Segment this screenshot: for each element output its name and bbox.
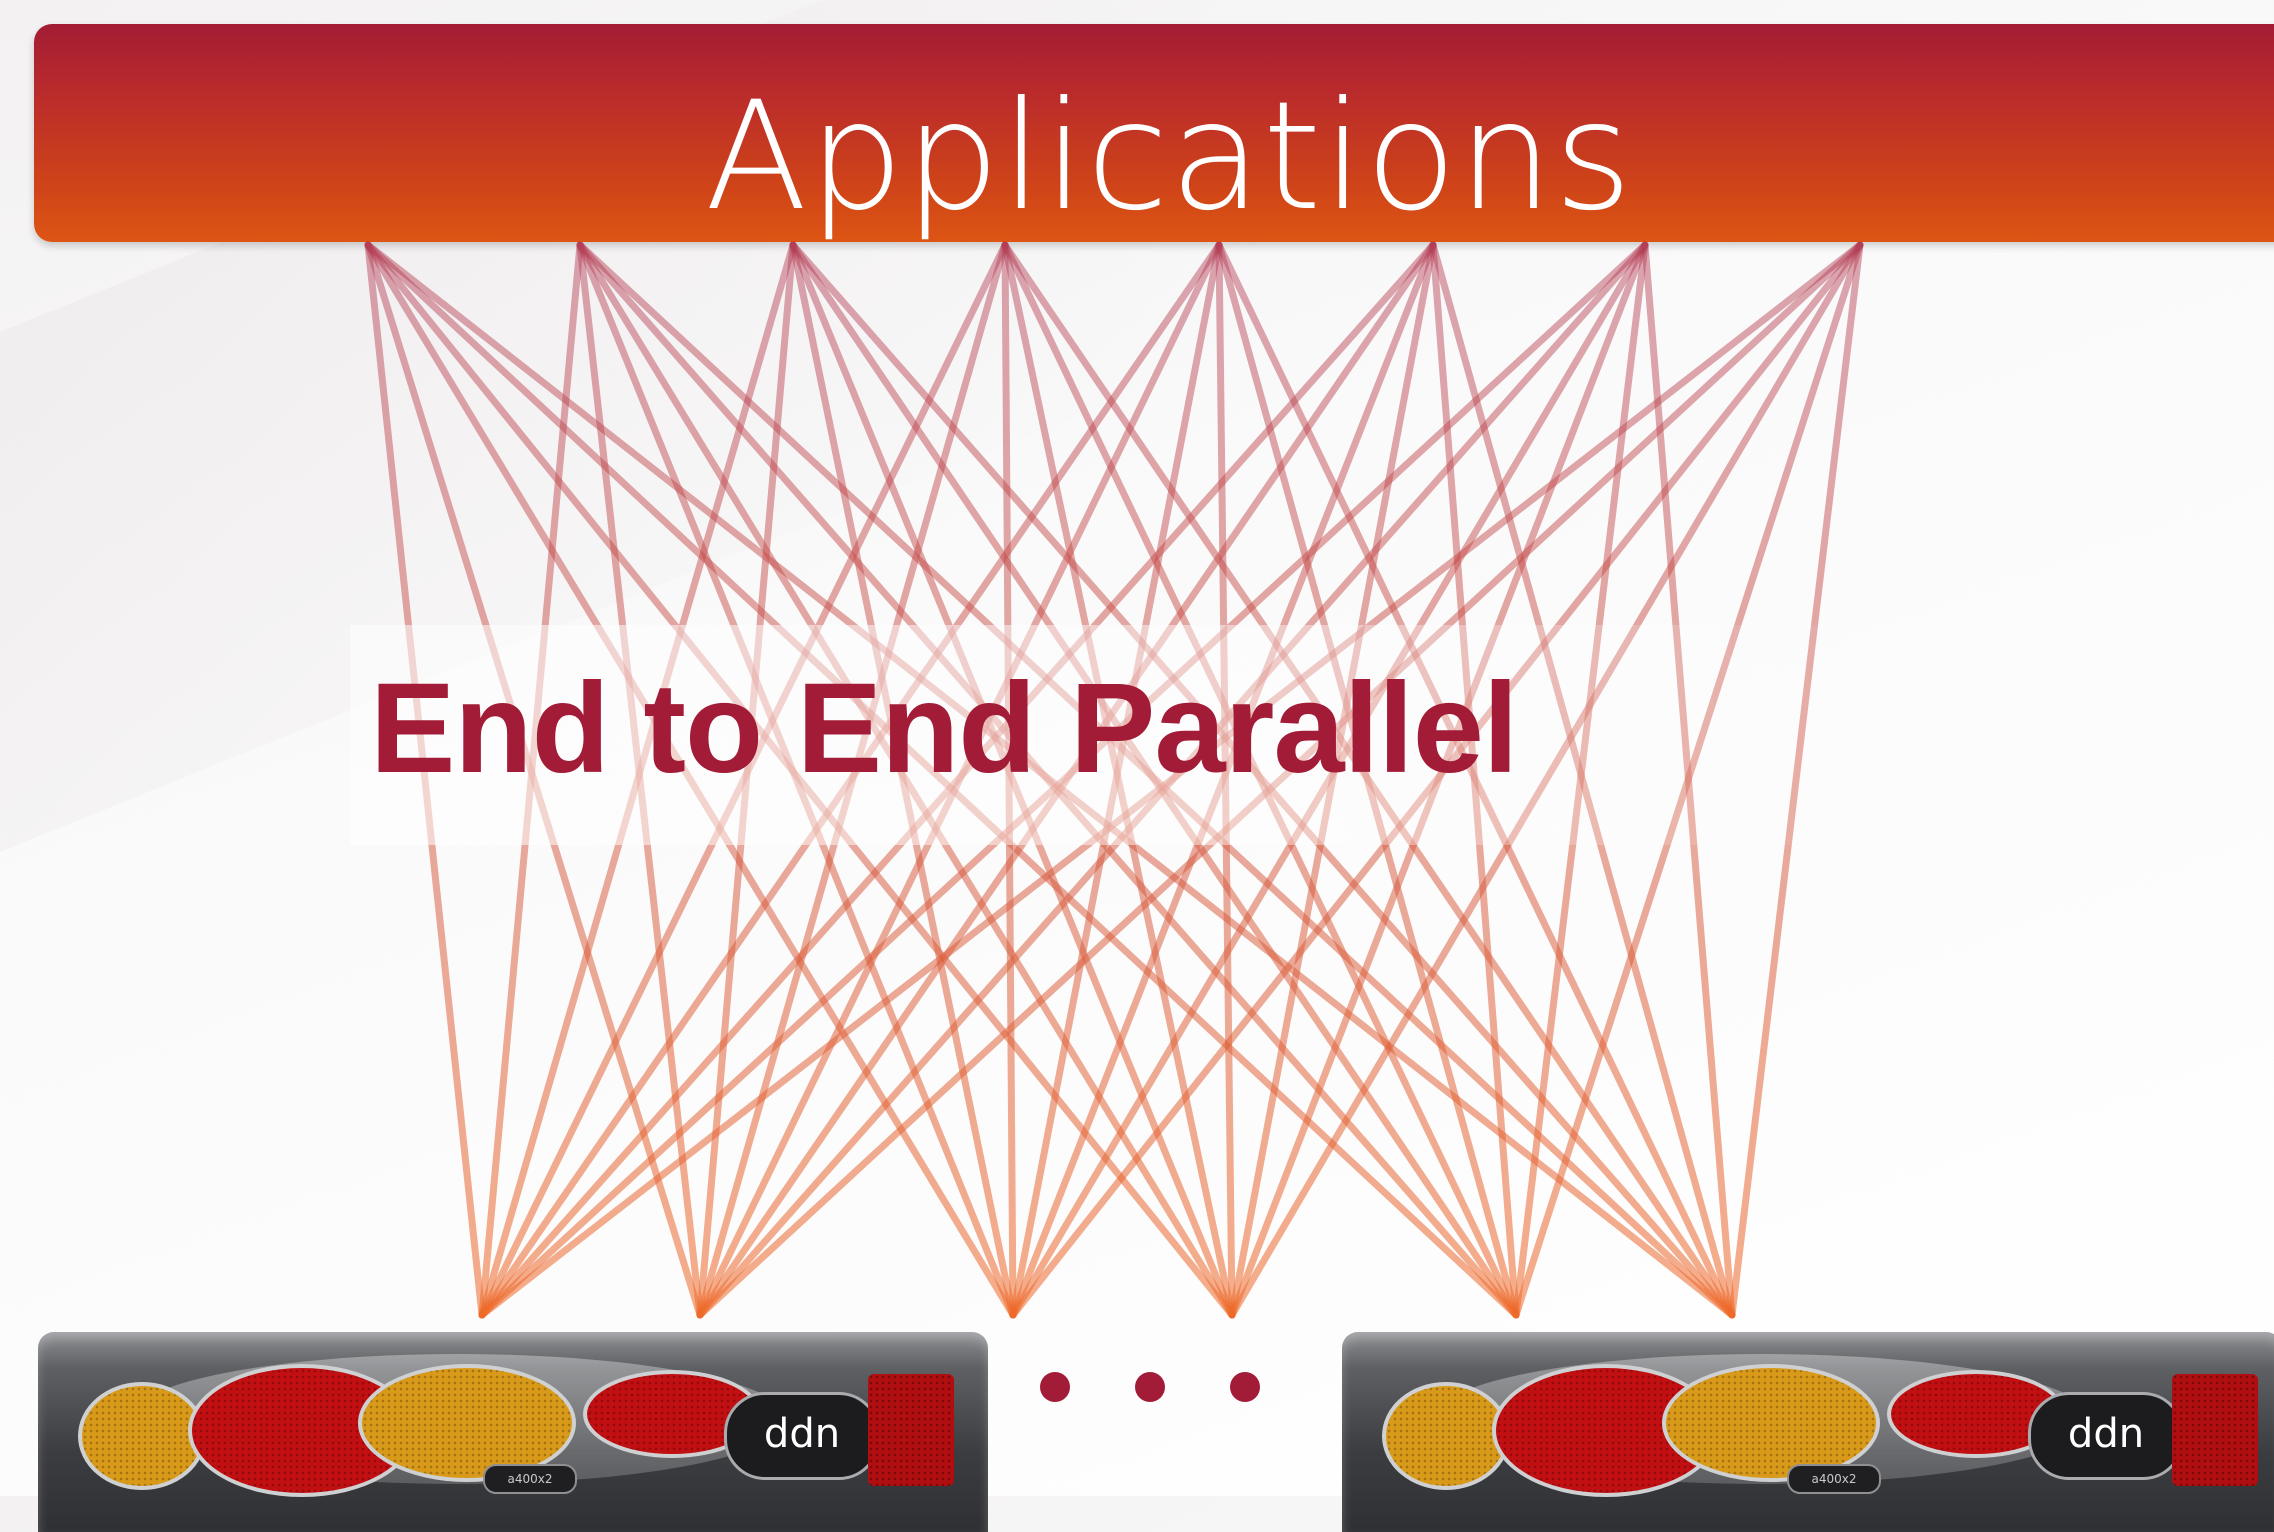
- dot: [1040, 1372, 1070, 1402]
- storage-appliance-left: ddn a400x2: [38, 1332, 988, 1532]
- model-label: a400x2: [483, 1464, 577, 1494]
- ellipsis-dots: [1040, 1362, 1260, 1412]
- vent-amber: [1382, 1382, 1510, 1490]
- applications-title: Applications: [704, 70, 1634, 244]
- model-label: a400x2: [1787, 1464, 1881, 1494]
- vent-amber: [358, 1364, 576, 1482]
- ddn-logo: ddn: [2028, 1392, 2184, 1480]
- headline-band: [350, 625, 1830, 845]
- vent-amber: [1662, 1364, 1880, 1482]
- storage-appliance-right: ddn a400x2: [1342, 1332, 2274, 1532]
- vent-amber: [78, 1382, 206, 1490]
- red-grille: [2172, 1374, 2258, 1486]
- dot: [1135, 1372, 1165, 1402]
- applications-bar: Applications: [34, 24, 2274, 242]
- red-grille: [868, 1374, 954, 1486]
- headline-text: End to End Parallel: [370, 657, 1518, 800]
- ddn-logo: ddn: [724, 1392, 880, 1480]
- dot: [1230, 1372, 1260, 1402]
